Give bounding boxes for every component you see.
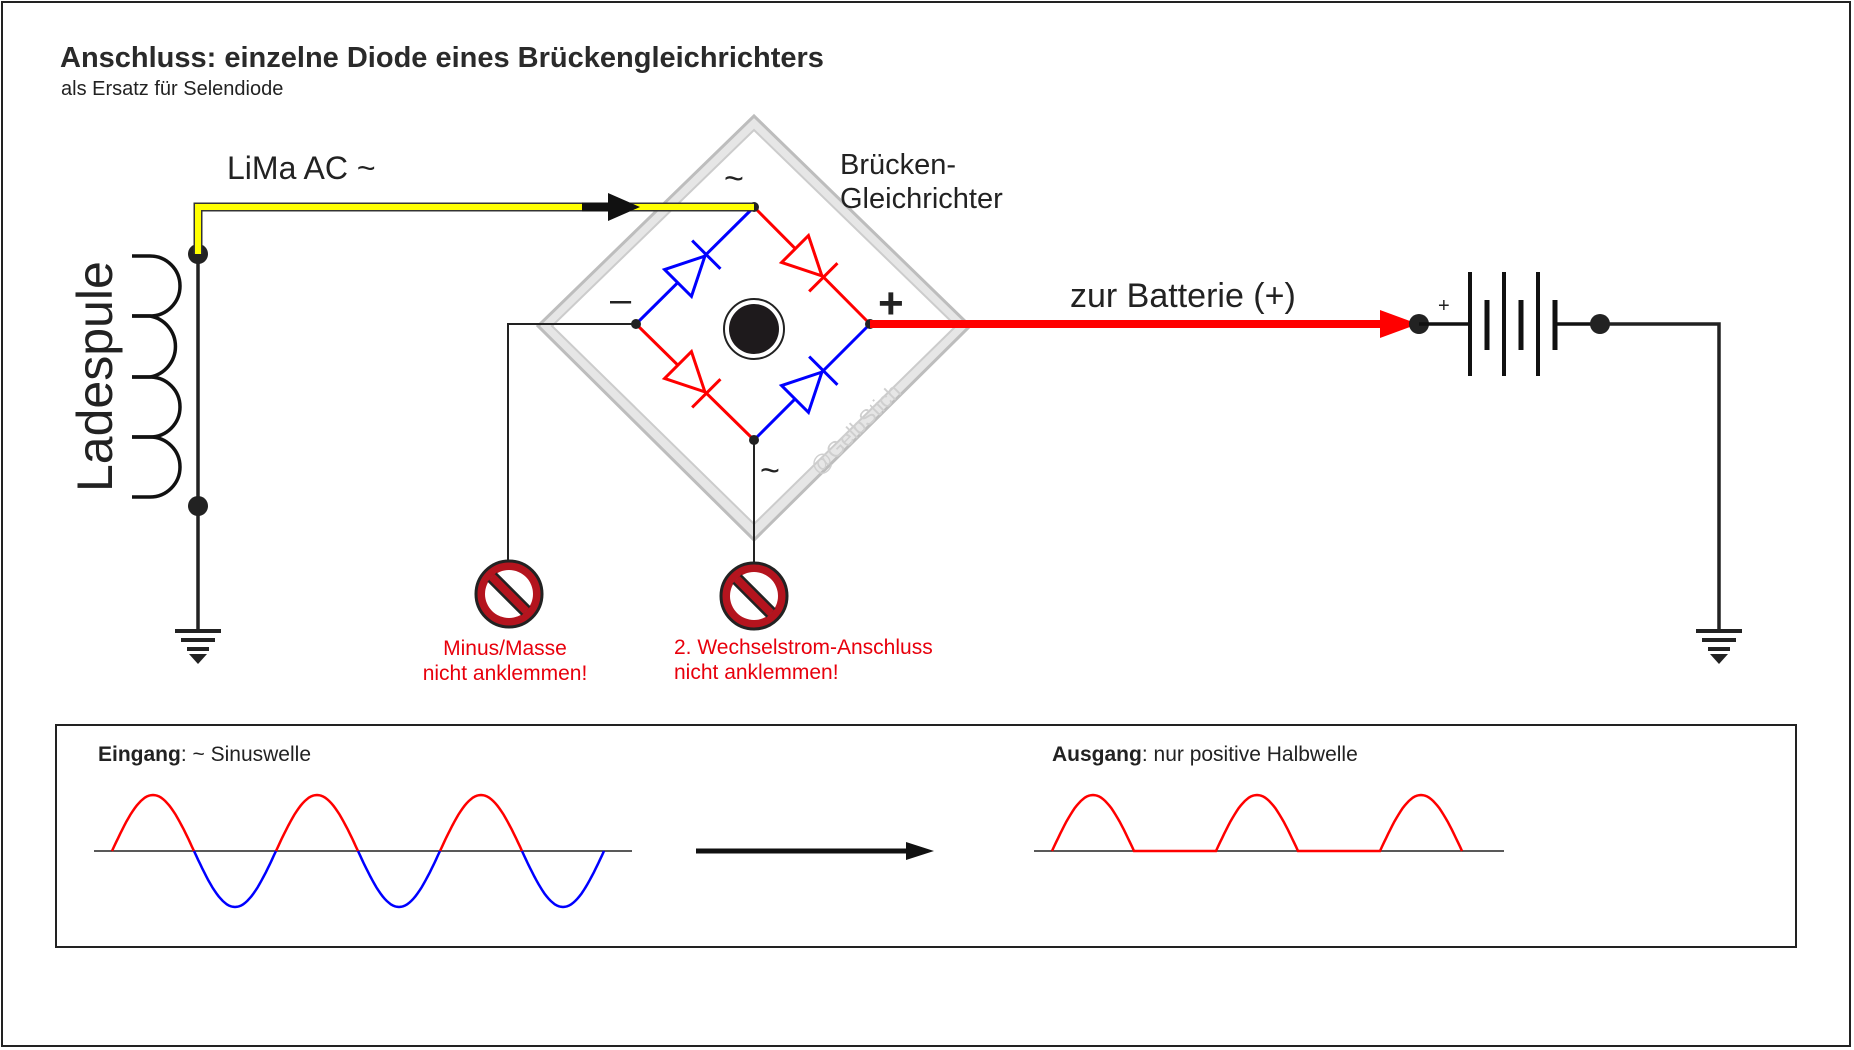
warning-minus-line2: nicht anklemmen! (422, 662, 588, 685)
coil-label: Ladespule (67, 261, 123, 492)
minus-lead-wire (507, 323, 636, 562)
warning-ac2-line1: 2. Wechselstrom-Anschluss (674, 636, 933, 659)
ac-input-wire (193, 193, 754, 254)
arrow-icon (1380, 310, 1418, 338)
diode-bottom-right (778, 355, 839, 416)
output-halfwave (1034, 793, 1504, 853)
arrow-icon (906, 842, 934, 860)
output-label-text: : nur positive Halbwelle (1141, 743, 1358, 766)
warning-minus-line1: Minus/Masse (443, 637, 567, 660)
dc-output-wire (870, 310, 1418, 338)
battery-icon (1419, 272, 1600, 376)
output-label-bold: Ausgang (1052, 743, 1142, 766)
ground-icon (1696, 629, 1742, 664)
bridge-label-line2: Gleichrichter (840, 183, 1003, 215)
minus-symbol: – (610, 279, 632, 321)
diode-bottom-left (661, 348, 722, 409)
waveform-panel (55, 724, 1797, 948)
warning-ac2: 2. Wechselstrom-Anschluss nicht anklemme… (674, 635, 933, 685)
warning-ac2-line2: nicht anklemmen! (674, 661, 839, 684)
ground-icon (175, 629, 221, 664)
bridge-rectifier-body (535, 113, 973, 543)
diagram-subtitle: als Ersatz für Selendiode (61, 78, 284, 100)
diode-top-right (778, 232, 839, 293)
battery-ground-wire (1600, 322, 1721, 630)
conversion-arrow (696, 842, 934, 860)
input-waveform-label: Eingang: ~ Sinuswelle (98, 743, 311, 767)
input-label-bold: Eingang (98, 743, 181, 766)
diode-top-left (661, 239, 722, 300)
input-label-text: : ~ Sinuswelle (180, 743, 311, 766)
ac-symbol-bottom: ~ (760, 452, 780, 490)
bridge-label-line1: Brücken- (840, 149, 957, 181)
ac-symbol-top: ~ (724, 160, 744, 198)
coil-terminal-bottom (188, 496, 208, 516)
battery-label: zur Batterie (+) (1070, 277, 1296, 315)
warning-minus: Minus/Masse nicht anklemmen! (400, 636, 610, 686)
plus-symbol: + (878, 279, 904, 328)
arrow-icon (608, 193, 640, 221)
ac-input-label: LiMa AC ~ (227, 150, 376, 186)
output-waveform-label: Ausgang: nur positive Halbwelle (1052, 743, 1358, 767)
bridge-rectifier-label: Brücken- Gleichrichter (840, 148, 1003, 216)
input-sine-wave (94, 793, 632, 909)
no-connect-icon (474, 559, 544, 629)
battery-plus-sign: + (1438, 295, 1450, 317)
no-connect-icon (719, 561, 789, 631)
diagram-title: Anschluss: einzelne Diode eines Brückeng… (60, 42, 824, 74)
coil-icon (132, 254, 182, 499)
